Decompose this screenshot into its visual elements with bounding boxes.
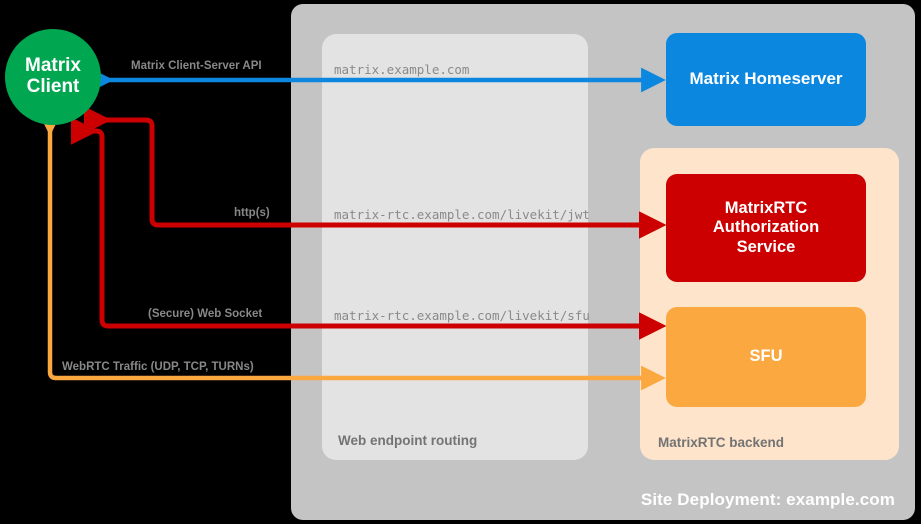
matrixrtc-backend-label: MatrixRTC backend [658, 435, 785, 450]
edge-label-secure-web-socket: (Secure) Web Socket [148, 308, 263, 320]
node-matrix-homeserver[interactable]: Matrix Homeserver [666, 33, 866, 126]
endpoint-label-matrix-example-com: matrix.example.com [334, 62, 470, 77]
edge-label-matrix-client-server-api: Matrix Client-Server API [131, 60, 262, 72]
edge-label-http: http(s) [234, 207, 270, 219]
matrix-client-line-2: Client [26, 76, 80, 97]
web-endpoint-routing-label: Web endpoint routing [338, 433, 478, 448]
matrix-homeserver-label: Matrix Homeserver [689, 69, 843, 89]
auth-service-line-3: Service [736, 237, 796, 256]
web-endpoint-routing-container: Web endpoint routing [322, 34, 588, 460]
site-deployment-label: Site Deployment: example.com [640, 490, 895, 509]
endpoint-label-livekit-jwt: matrix-rtc.example.com/livekit/jwt [334, 207, 590, 222]
endpoint-label-livekit-sfu: matrix-rtc.example.com/livekit/sfu [334, 308, 590, 323]
sfu-label: SFU [749, 347, 783, 366]
edge-label-webrtc-traffic: WebRTC Traffic (UDP, TCP, TURNs) [62, 361, 254, 373]
node-matrix-client[interactable]: Matrix Client [5, 29, 101, 125]
node-matrixrtc-authorization-service[interactable]: MatrixRTC Authorization Service [666, 174, 866, 282]
matrix-client-line-1: Matrix [25, 55, 81, 77]
auth-service-line-1: MatrixRTC [724, 198, 808, 217]
node-sfu[interactable]: SFU [666, 307, 866, 407]
auth-service-line-2: Authorization [712, 218, 820, 237]
